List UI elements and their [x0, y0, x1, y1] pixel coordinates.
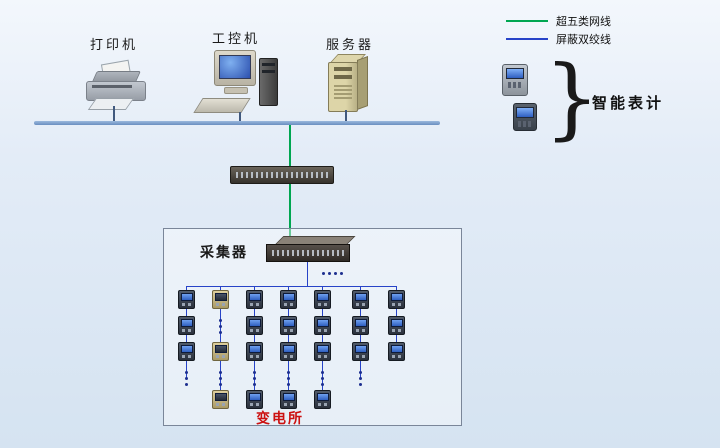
ethernet-switch-icon [230, 166, 334, 184]
legend-cat5-label: 超五类网线 [556, 16, 611, 28]
meter-icon [352, 342, 369, 361]
collector-label: 采集器 [200, 244, 248, 260]
cat5-link-bus-to-switch [289, 125, 291, 169]
meter-icon [388, 342, 405, 361]
meter-icon [280, 342, 297, 361]
meter-icon [280, 290, 297, 309]
network-bus-line [34, 121, 440, 125]
meter-icon [314, 316, 331, 335]
ellipsis-vertical [219, 371, 222, 374]
smart-meter-icon-light [502, 64, 528, 96]
pc-monitor [214, 50, 256, 86]
legend-row-stp: 屏蔽双绞线 [506, 30, 611, 48]
collector-icon [264, 236, 356, 264]
meter-icon [314, 290, 331, 309]
legend: 超五类网线 屏蔽双绞线 [506, 12, 611, 48]
meter-icon [388, 290, 405, 309]
cat5-link-switch-to-collector [289, 182, 291, 238]
substation-label: 变电所 [256, 410, 304, 426]
ellipsis-vertical [185, 371, 188, 374]
smart-meter-icon-dark [513, 103, 537, 131]
switch-ports [236, 172, 328, 178]
brace-icon: } [544, 46, 600, 149]
meter-icon [314, 390, 331, 409]
meter-icon [246, 342, 263, 361]
meter-icon [388, 316, 405, 335]
collector-ports [272, 250, 344, 256]
meter-icon [212, 290, 229, 309]
printer-slot [92, 85, 132, 88]
industrial-pc-label: 工控机 [212, 31, 261, 46]
meter-icon [212, 342, 229, 361]
printer-bus-link [113, 106, 115, 121]
server-side-face [357, 55, 368, 111]
collector-front-face [266, 244, 350, 262]
collector-feeder-riser [307, 262, 308, 286]
printer-icon [84, 59, 148, 112]
server-icon [326, 54, 372, 116]
meter-icon [280, 390, 297, 409]
industrial-pc-icon [193, 50, 280, 116]
feeder-bus-line [186, 286, 397, 287]
legend-stp-line [506, 38, 548, 40]
legend-stp-label: 屏蔽双绞线 [556, 34, 611, 46]
meter-icon [246, 290, 263, 309]
ellipsis-vertical [321, 371, 324, 374]
meter-icon [352, 316, 369, 335]
meter-icon [212, 390, 229, 409]
ellipsis-vertical [359, 371, 362, 374]
server-bus-link [345, 110, 347, 121]
meter-icon [280, 316, 297, 335]
meter-icon [314, 342, 331, 361]
meter-icon [246, 390, 263, 409]
server-label: 服务器 [326, 37, 375, 52]
meter-icon [178, 342, 195, 361]
ellipsis-horizontal [322, 272, 325, 275]
meter-icon [352, 290, 369, 309]
legend-cat5-line [506, 20, 548, 22]
pc-tower [259, 58, 278, 106]
ellipsis-vertical [253, 371, 256, 374]
ellipsis-vertical [287, 371, 290, 374]
server-front-face [328, 62, 358, 112]
legend-row-cat5: 超五类网线 [506, 12, 611, 30]
printer-label: 打印机 [90, 37, 139, 52]
meter-icon [246, 316, 263, 335]
printer-output-tray [87, 98, 135, 110]
pc-monitor-base [224, 87, 248, 94]
meter-icon [178, 290, 195, 309]
meter-grid [172, 262, 452, 418]
meter-icon [178, 316, 195, 335]
pc-keyboard [193, 98, 251, 113]
pc-screen [219, 55, 251, 79]
smart-meter-label: 智能表计 [592, 95, 665, 112]
ellipsis-vertical [219, 319, 222, 322]
pc-bus-link [239, 112, 241, 121]
